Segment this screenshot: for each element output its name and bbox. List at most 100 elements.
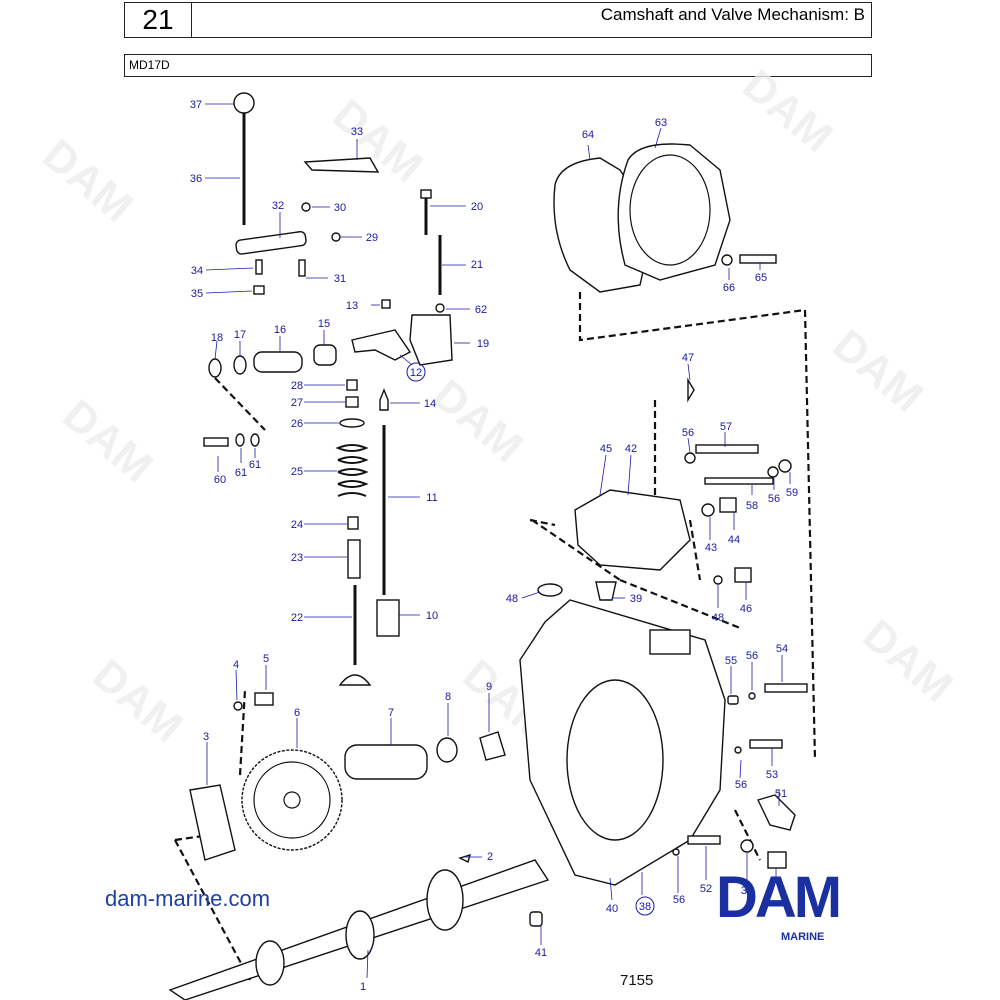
rocker-shaft [235, 231, 307, 255]
assembly-guide-line [238, 689, 247, 776]
part-label: 47 [682, 352, 694, 364]
rocker-bracket [409, 314, 453, 366]
part-label: 28 [291, 380, 303, 392]
part-label: 38 [639, 901, 651, 913]
part-label: 43 [705, 542, 717, 554]
part-label: 4 [233, 659, 239, 671]
part-label: 29 [366, 232, 378, 244]
part-label: 66 [723, 282, 735, 294]
part-label: 56 [735, 779, 747, 791]
part-label: 17 [234, 329, 246, 341]
part-label: 61 [249, 459, 261, 471]
part-label: 16 [274, 324, 286, 336]
assembly-guide-line [174, 833, 251, 981]
part-label: 57 [720, 421, 732, 433]
part-label: 13 [346, 300, 358, 312]
part-label: 39 [630, 593, 642, 605]
watermark-text: DAM [34, 130, 142, 232]
watermark-group: DAM DAM DAM DAM DAM DAM DAM DAM DAM [34, 60, 962, 752]
header-title-row: 21 Camshaft and Valve Mechanism: B [124, 2, 872, 38]
figure-number: 7155 [620, 972, 654, 989]
part-number-labels: 1 2 3 4 5 6 7 8 9 10 11 12 13 14 15 16 1… [190, 99, 798, 993]
circled-label-ring [635, 896, 655, 916]
header-model-row: MD17D [124, 54, 872, 77]
rocker-arm [351, 329, 412, 361]
part-label: 22 [291, 612, 303, 624]
part-label: 15 [318, 318, 330, 330]
watermark-text: DAM [854, 610, 962, 712]
sensor-part [757, 794, 796, 831]
part-label: 51 [775, 788, 787, 800]
watermark-text: DAM [324, 90, 432, 192]
part-label: 26 [291, 418, 303, 430]
part-label: 56 [768, 493, 780, 505]
part-label: 3 [203, 731, 209, 743]
watermark-text: DAM [824, 320, 932, 422]
cover-opening [649, 629, 691, 655]
part-label: 37 [190, 99, 202, 111]
part-label: 10 [426, 610, 438, 622]
part-label: 20 [471, 201, 483, 213]
part-label: 58 [746, 500, 758, 512]
housing-cover [617, 143, 731, 281]
page-title: Camshaft and Valve Mechanism: B [600, 5, 865, 24]
watermark-text: DAM [734, 60, 842, 162]
part-label: 65 [755, 272, 767, 284]
part-label: 44 [728, 534, 740, 546]
website-link[interactable]: dam-marine.com [105, 886, 271, 911]
part-label: 35 [191, 288, 203, 300]
cover-plate [303, 157, 380, 173]
part-label: 59 [786, 487, 798, 499]
valve-tappet [376, 599, 400, 637]
part-label: 30 [741, 885, 753, 897]
assembly-guide-line [214, 377, 266, 431]
rocker-bushing [253, 351, 303, 373]
part-label: 64 [582, 129, 594, 141]
knob-part [233, 92, 255, 114]
part-label: 60 [214, 474, 226, 486]
part-label: 30 [334, 202, 346, 214]
part-label: 31 [334, 273, 346, 285]
part-label: 24 [291, 519, 303, 531]
thrust-plate [189, 784, 236, 861]
bearing-housing [574, 489, 691, 571]
part-label: 6 [294, 707, 300, 719]
part-label: 12 [410, 367, 422, 379]
valve-head [338, 674, 372, 686]
part-label: 48 [712, 612, 724, 624]
part-label: 9 [486, 681, 492, 693]
circled-label-ring [406, 362, 426, 382]
watermark-text: DAM [84, 650, 192, 752]
dam-logo: DAM [716, 865, 842, 930]
part-label: 1 [360, 981, 366, 993]
parts-drawing [168, 92, 817, 1000]
cam-sleeve [344, 744, 428, 780]
part-label: 63 [655, 117, 667, 129]
assembly-guide-line [653, 400, 702, 581]
part-label: 33 [351, 126, 363, 138]
part-label: 52 [700, 883, 712, 895]
part-label: 11 [426, 492, 437, 504]
part-label: 36 [190, 173, 202, 185]
part-label: 61 [235, 467, 247, 479]
part-label: 25 [291, 466, 303, 478]
part-label: 34 [191, 265, 203, 277]
model-name: MD17D [129, 58, 170, 72]
part-label: 46 [740, 603, 752, 615]
part-label: 48 [506, 593, 518, 605]
part-label: 54 [776, 643, 788, 655]
part-label: 23 [291, 552, 303, 564]
part-label: 55 [725, 655, 737, 667]
watermark-text: DAM [54, 390, 162, 492]
dam-logo-subtext: MARINE [781, 931, 825, 943]
part-label: 7 [388, 707, 394, 719]
part-label: 62 [475, 304, 487, 316]
leader-lines [205, 103, 791, 979]
part-label: 14 [424, 398, 436, 410]
watermark-text: DAM [424, 370, 532, 472]
part-label: 21 [471, 259, 483, 271]
part-label: 42 [625, 443, 637, 455]
part-label: 32 [272, 200, 284, 212]
part-label: 8 [445, 691, 451, 703]
